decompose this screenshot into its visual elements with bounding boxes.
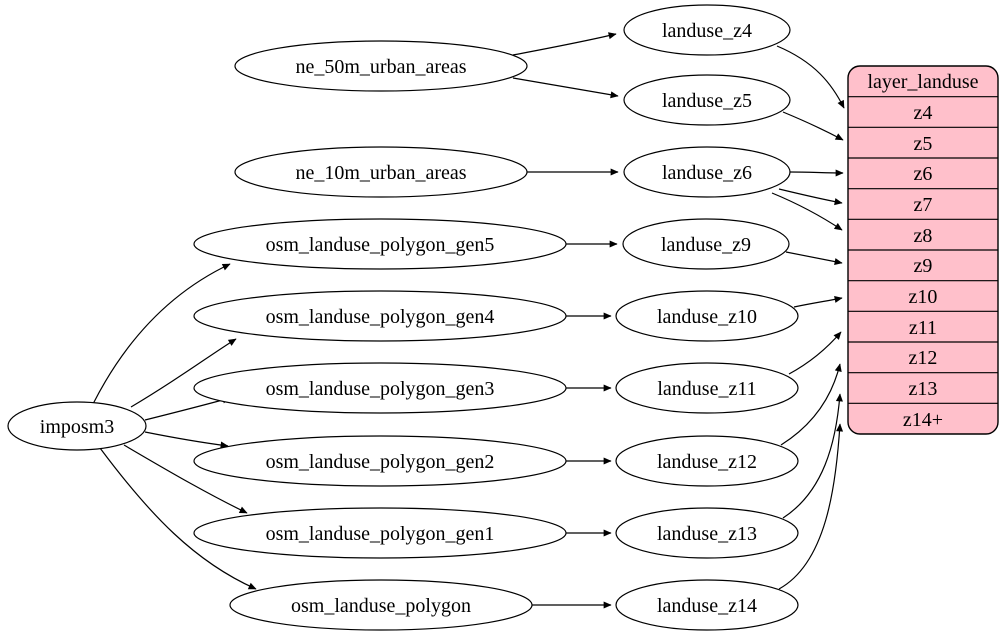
node-layer-landuse: layer_landuse z4 z5 z6 z7 z8 z9 z10 z11 … xyxy=(847,65,999,435)
node-osm-landuse-polygon-gen3-label: osm_landuse_polygon_gen3 xyxy=(266,378,495,400)
edge-ne50m-z4 xyxy=(512,32,617,56)
table-row-z7: z7 xyxy=(914,194,933,216)
node-ne-10m-urban-areas-label: ne_10m_urban_areas xyxy=(295,162,466,184)
node-osm-landuse-polygon-gen3-shape xyxy=(193,362,567,414)
edge-imposm3-polygon xyxy=(99,447,257,590)
edge-z13-row xyxy=(782,393,843,519)
edge-imposm3-gen2 xyxy=(144,431,229,449)
edge-imposm3-gen3 xyxy=(144,396,231,421)
node-landuse-z13: landuse_z13 xyxy=(615,507,799,559)
edge-z5-row xyxy=(782,111,844,141)
edge-z11-row xyxy=(788,331,842,375)
edge-z10-row xyxy=(793,295,843,308)
node-landuse-z9: landuse_z9 xyxy=(622,218,790,270)
edge-z6-row-z8 xyxy=(771,192,843,231)
node-landuse-z4: landuse_z4 xyxy=(623,4,791,56)
node-landuse-z5-label: landuse_z5 xyxy=(662,90,752,112)
node-landuse-z10-shape xyxy=(615,290,799,342)
node-landuse-z11: landuse_z11 xyxy=(615,362,799,414)
node-osm-landuse-polygon-gen3: osm_landuse_polygon_gen3 xyxy=(193,362,567,414)
edge-layer xyxy=(92,32,845,609)
node-osm-landuse-polygon-gen5-shape xyxy=(193,218,567,270)
node-imposm3: imposm3 xyxy=(7,401,147,451)
node-osm-landuse-polygon-gen4: osm_landuse_polygon_gen4 xyxy=(193,290,567,342)
table-row-z9: z9 xyxy=(914,255,933,277)
node-ne-50m-urban-areas: ne_50m_urban_areas xyxy=(234,40,528,92)
node-ne-50m-urban-areas-shape xyxy=(234,40,528,92)
node-osm-landuse-polygon-gen5-label: osm_landuse_polygon_gen5 xyxy=(266,234,495,256)
node-osm-landuse-polygon-gen2-label: osm_landuse_polygon_gen2 xyxy=(266,451,495,473)
edge-z4-row xyxy=(776,45,845,109)
node-osm-landuse-polygon-gen2-shape xyxy=(193,435,567,487)
table-row-z14p: z14+ xyxy=(903,409,943,431)
node-landuse-z5: landuse_z5 xyxy=(623,74,791,126)
node-landuse-z14-label: landuse_z14 xyxy=(657,595,757,617)
table-row-z12: z12 xyxy=(909,347,938,369)
node-landuse-z9-label: landuse_z9 xyxy=(661,234,751,256)
node-landuse-z11-shape xyxy=(615,362,799,414)
node-landuse-z12-label: landuse_z12 xyxy=(657,451,757,473)
node-ne-10m-urban-areas: ne_10m_urban_areas xyxy=(234,146,528,198)
table-row-z6: z6 xyxy=(914,163,933,185)
node-landuse-z6-label: landuse_z6 xyxy=(662,162,752,184)
edge-z6-row-z7 xyxy=(778,188,843,206)
edge-z14-row xyxy=(778,423,844,590)
node-landuse-z5-shape xyxy=(623,74,791,126)
table-row-z10: z10 xyxy=(909,286,938,308)
node-osm-landuse-polygon-gen4-shape xyxy=(193,290,567,342)
node-landuse-z10-label: landuse_z10 xyxy=(657,306,757,328)
edge-z12-row xyxy=(780,363,842,446)
node-imposm3-shape xyxy=(7,401,147,451)
node-osm-landuse-polygon-shape xyxy=(229,579,533,631)
table-row-z11: z11 xyxy=(909,317,937,339)
edge-ne50m-z5 xyxy=(512,77,619,99)
node-osm-landuse-polygon-label: osm_landuse_polygon xyxy=(291,595,471,617)
node-osm-landuse-polygon-gen4-label: osm_landuse_polygon_gen4 xyxy=(266,306,495,328)
node-landuse-z12: landuse_z12 xyxy=(615,435,799,487)
node-osm-landuse-polygon: osm_landuse_polygon xyxy=(229,579,533,631)
node-landuse-z4-label: landuse_z4 xyxy=(662,20,752,42)
edge-imposm3-gen5 xyxy=(92,263,231,405)
node-osm-landuse-polygon-gen1-shape xyxy=(193,507,567,559)
node-landuse-z9-shape xyxy=(622,218,790,270)
edge-imposm3-gen1 xyxy=(123,444,248,514)
node-landuse-z14: landuse_z14 xyxy=(615,579,799,631)
table-row-z8: z8 xyxy=(914,225,933,247)
node-landuse-z12-shape xyxy=(615,435,799,487)
table-row-z4: z4 xyxy=(914,102,933,124)
node-landuse-z13-shape xyxy=(615,507,799,559)
layer-landuse-title: layer_landuse xyxy=(867,71,978,93)
node-ne-10m-urban-areas-shape xyxy=(234,146,528,198)
edge-imposm3-gen4 xyxy=(130,338,237,408)
node-ne-50m-urban-areas-label: ne_50m_urban_areas xyxy=(295,56,466,78)
edge-z6-row-z6 xyxy=(789,169,844,177)
node-landuse-z13-label: landuse_z13 xyxy=(657,523,757,545)
node-landuse-z4-shape xyxy=(623,4,791,56)
node-landuse-z6-shape xyxy=(623,146,791,198)
node-landuse-z11-label: landuse_z11 xyxy=(657,378,756,400)
table-row-z5: z5 xyxy=(914,133,933,155)
edge-z9-row xyxy=(785,251,843,266)
node-imposm3-label: imposm3 xyxy=(40,416,114,438)
node-landuse-z14-shape xyxy=(615,579,799,631)
node-landuse-z6: landuse_z6 xyxy=(623,146,791,198)
node-landuse-z10: landuse_z10 xyxy=(615,290,799,342)
table-row-z13: z13 xyxy=(909,378,938,400)
node-osm-landuse-polygon-gen1: osm_landuse_polygon_gen1 xyxy=(193,507,567,559)
node-osm-landuse-polygon-gen5: osm_landuse_polygon_gen5 xyxy=(193,218,567,270)
node-osm-landuse-polygon-gen2: osm_landuse_polygon_gen2 xyxy=(193,435,567,487)
node-osm-landuse-polygon-gen1-label: osm_landuse_polygon_gen1 xyxy=(266,523,495,545)
